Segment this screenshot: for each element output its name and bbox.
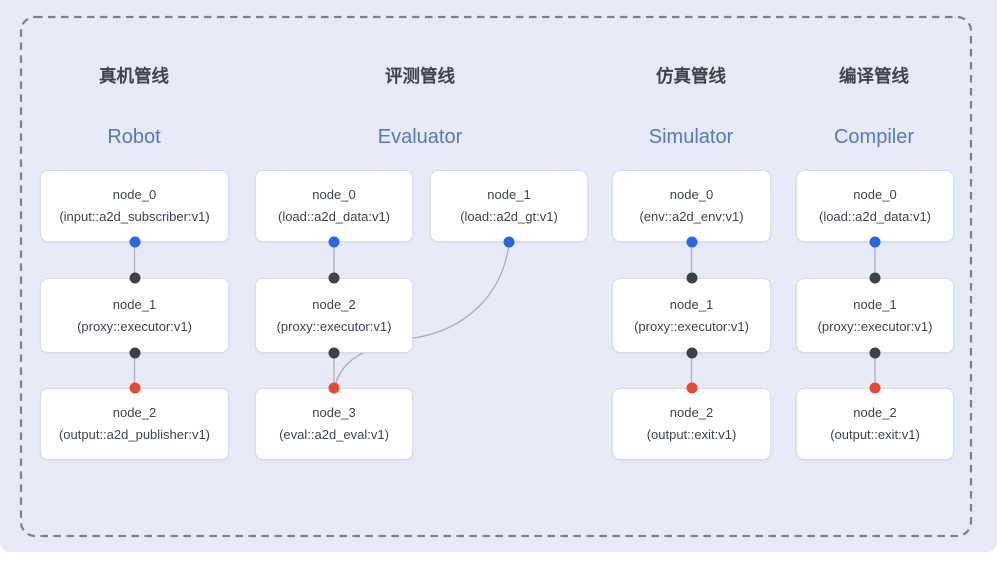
node-type: (input::a2d_subscriber:v1) xyxy=(59,209,210,224)
node-card-simulator-node0[interactable]: node_0 (env::a2d_env:v1) xyxy=(612,170,771,242)
node-name: node_1 xyxy=(487,187,531,202)
node-card-robot-node1[interactable]: node_1 (proxy::executor:v1) xyxy=(40,278,229,353)
node-name: node_1 xyxy=(112,296,157,312)
node-card-simulator-node1[interactable]: node_1 (proxy::executor:v1) xyxy=(612,278,771,353)
node-type: (output::a2d_publisher:v1) xyxy=(58,427,211,442)
output-port-dot[interactable] xyxy=(129,347,140,359)
output-port-dot[interactable] xyxy=(869,347,881,359)
node-type: (load::a2d_gt:v1) xyxy=(460,209,558,224)
node-name: node_0 xyxy=(312,187,356,202)
node-name: node_2 xyxy=(853,405,897,420)
pipeline-title-en-evaluator: Evaluator xyxy=(377,126,463,148)
node-type: (proxy::executor:v1) xyxy=(77,318,192,334)
input-port-dot[interactable] xyxy=(869,272,881,284)
node-card-simulator-node2[interactable]: node_2 (output::exit:v1) xyxy=(612,388,771,460)
node-type: (proxy::executor:v1) xyxy=(634,318,749,334)
node-card-compiler-node2[interactable]: node_2 (output::exit:v1) xyxy=(796,388,954,460)
node-name: node_2 xyxy=(312,296,356,312)
node-name: node_1 xyxy=(853,296,897,312)
pipeline-title-en-compiler: Compiler xyxy=(833,126,915,148)
node-type: (load::a2d_data:v1) xyxy=(818,209,932,224)
node-name: node_3 xyxy=(312,405,356,420)
node-type: (proxy::executor:v1) xyxy=(276,318,392,334)
output-port-dot[interactable] xyxy=(328,347,340,359)
node-card-evaluator-node3[interactable]: node_3 (eval::a2d_eval:v1) xyxy=(255,388,413,460)
pipeline-title-zh-simulator: 仿真管线 xyxy=(656,66,726,86)
node-name: node_1 xyxy=(669,296,714,312)
input-port-dot[interactable] xyxy=(869,382,881,394)
dashed-boundary xyxy=(19,15,973,538)
node-type: (load::a2d_data:v1) xyxy=(277,209,391,224)
input-port-dot[interactable] xyxy=(686,382,697,394)
edge-eval-n1-n3-curve xyxy=(334,242,510,388)
node-card-compiler-node0[interactable]: node_0 (load::a2d_data:v1) xyxy=(796,170,954,242)
pipeline-title-en-simulator: Simulator xyxy=(648,126,734,148)
node-name: node_2 xyxy=(112,405,157,420)
node-type: (eval::a2d_eval:v1) xyxy=(279,427,389,442)
pipeline-title-zh-compiler: 编译管线 xyxy=(839,66,909,86)
input-port-dot[interactable] xyxy=(129,382,140,394)
pipeline-title-zh-robot: 真机管线 xyxy=(99,66,169,86)
node-type: (proxy::executor:v1) xyxy=(817,318,933,334)
pipeline-title-en-robot: Robot xyxy=(107,126,161,148)
node-name: node_0 xyxy=(669,187,714,202)
output-port-dot[interactable] xyxy=(129,236,140,248)
output-port-dot[interactable] xyxy=(328,236,340,248)
output-port-dot[interactable] xyxy=(869,236,881,248)
node-card-robot-node2[interactable]: node_2 (output::a2d_publisher:v1) xyxy=(40,388,229,460)
output-port-dot[interactable] xyxy=(686,347,697,359)
node-card-evaluator-node0[interactable]: node_0 (load::a2d_data:v1) xyxy=(255,170,413,242)
node-name: node_0 xyxy=(853,187,897,202)
input-port-dot[interactable] xyxy=(129,272,140,284)
input-port-dot[interactable] xyxy=(686,272,697,284)
output-port-dot[interactable] xyxy=(503,236,515,248)
node-type: (env::a2d_env:v1) xyxy=(639,209,744,224)
input-port-dot[interactable] xyxy=(328,272,340,284)
pipeline-title-zh-evaluator: 评测管线 xyxy=(385,66,455,86)
node-card-compiler-node1[interactable]: node_1 (proxy::executor:v1) xyxy=(796,278,954,353)
node-name: node_2 xyxy=(669,405,714,420)
node-card-evaluator-node2[interactable]: node_2 (proxy::executor:v1) xyxy=(255,278,413,353)
node-card-evaluator-node1[interactable]: node_1 (load::a2d_gt:v1) xyxy=(430,170,588,242)
node-type: (output::exit:v1) xyxy=(830,427,920,442)
node-type: (output::exit:v1) xyxy=(646,427,737,442)
input-port-dot[interactable] xyxy=(328,382,340,394)
node-card-robot-node0[interactable]: node_0 (input::a2d_subscriber:v1) xyxy=(40,170,229,242)
node-name: node_0 xyxy=(112,187,157,202)
output-port-dot[interactable] xyxy=(686,236,697,248)
